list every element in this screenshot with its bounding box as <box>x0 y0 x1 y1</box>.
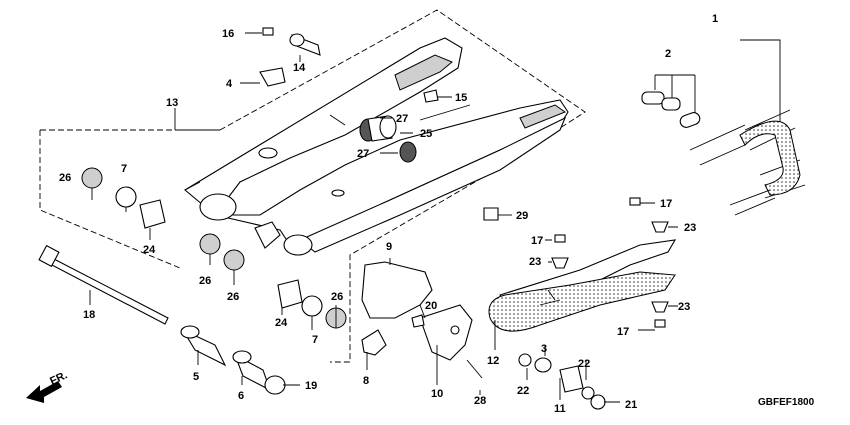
callout-17a: 17 <box>660 198 672 210</box>
assembly-outline <box>39 9 586 363</box>
callout-11: 11 <box>554 403 566 415</box>
callout-24a: 24 <box>143 244 156 256</box>
callout-18: 18 <box>83 309 95 321</box>
callout-6: 6 <box>238 390 244 402</box>
callout-2: 2 <box>665 48 671 60</box>
callout-15: 15 <box>455 92 467 104</box>
chain-slider <box>488 239 677 332</box>
chain-joint <box>641 74 701 128</box>
top-small-parts <box>259 27 439 103</box>
callout-14: 14 <box>293 62 306 74</box>
callout-1: 1 <box>712 13 718 25</box>
chain-rollers <box>518 353 606 410</box>
callout-23c: 23 <box>678 301 690 313</box>
callout-23b: 23 <box>529 256 541 268</box>
callout-26b: 26 <box>199 275 211 287</box>
callout-8: 8 <box>363 375 369 387</box>
diagram-code: GBFEF1800 <box>758 397 815 408</box>
callout-27a: 27 <box>396 113 408 125</box>
callout-19: 19 <box>305 380 317 392</box>
fasteners <box>411 197 669 379</box>
slider-bracket <box>419 304 473 361</box>
callout-29: 29 <box>516 210 528 222</box>
callout-17b: 17 <box>531 235 543 247</box>
callout-4: 4 <box>226 78 233 90</box>
pivot-collar-set <box>359 115 417 163</box>
pivot-bolt <box>38 244 169 325</box>
chain-guide-bracket <box>361 261 433 356</box>
callout-26c: 26 <box>227 291 239 303</box>
front-direction-label: FR. <box>48 369 69 387</box>
callout-23a: 23 <box>684 222 696 234</box>
callout-10: 10 <box>431 388 443 400</box>
callout-9: 9 <box>386 241 392 253</box>
drive-chain <box>689 39 806 216</box>
callout-3: 3 <box>541 343 547 355</box>
callout-26a: 26 <box>59 172 71 184</box>
bearings <box>81 167 347 329</box>
pivot-collars <box>180 325 286 395</box>
callout-28: 28 <box>474 395 486 407</box>
callout-21: 21 <box>625 399 637 411</box>
callout-5: 5 <box>193 371 199 383</box>
callout-22b: 22 <box>578 358 590 370</box>
callout-7a: 7 <box>121 163 127 175</box>
callout-12: 12 <box>487 355 499 367</box>
callout-16: 16 <box>222 28 234 40</box>
leader-lines <box>89 32 678 403</box>
callout-25: 25 <box>420 128 432 140</box>
callout-17c: 17 <box>617 326 629 338</box>
callout-26d: 26 <box>331 291 343 303</box>
swingarm-body <box>184 37 569 256</box>
callout-7b: 7 <box>312 334 318 346</box>
callout-22a: 22 <box>517 385 529 397</box>
callout-labels: 1 2 3 4 5 6 7 7 8 9 10 11 12 13 14 15 16… <box>59 13 718 415</box>
callout-13: 13 <box>166 97 178 109</box>
callout-27b: 27 <box>357 148 369 160</box>
front-direction-arrow <box>26 381 62 403</box>
callout-20: 20 <box>425 300 437 312</box>
callout-24b: 24 <box>275 317 288 329</box>
